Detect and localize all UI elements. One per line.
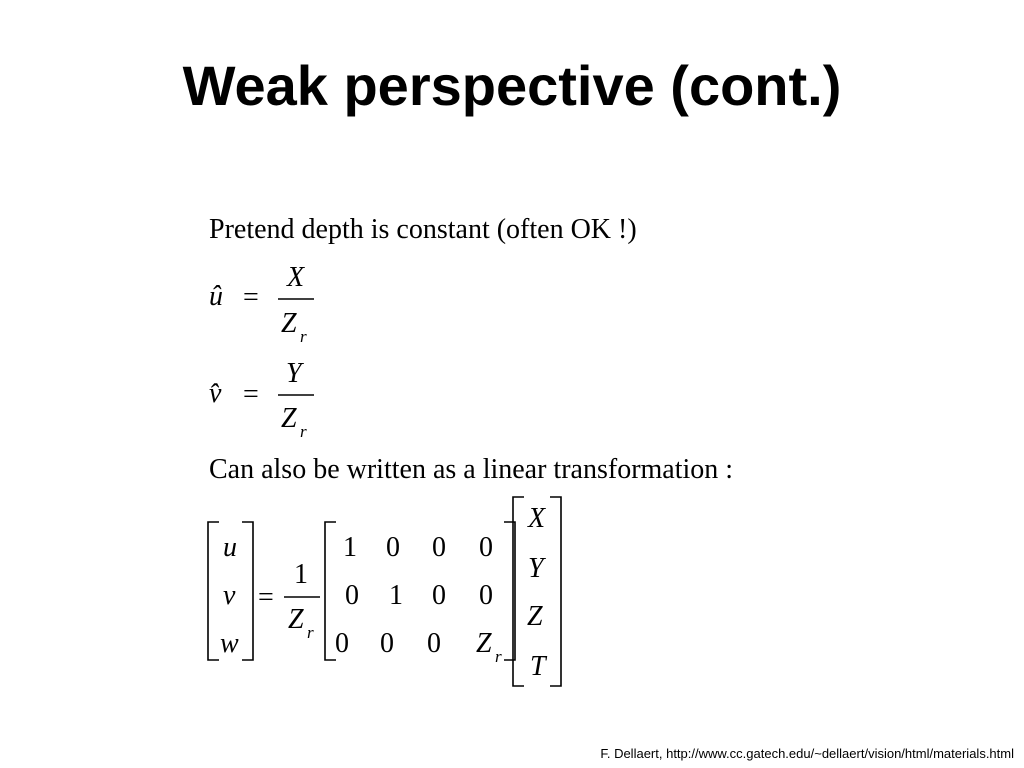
rhs-right-bracket bbox=[550, 496, 562, 687]
matrix-cell-2-1: 0 bbox=[380, 628, 394, 659]
v-hat-symbol: v̂ bbox=[209, 378, 222, 409]
linear-transformation-text: Can also be written as a linear transfor… bbox=[209, 454, 734, 485]
matrix-cell-0-1: 0 bbox=[386, 532, 400, 563]
denominator-z: Z bbox=[281, 403, 297, 434]
numerator-y: Y bbox=[286, 358, 302, 389]
slide-title: Weak perspective (cont.) bbox=[182, 54, 842, 117]
lhs-u: u bbox=[223, 532, 237, 563]
matrix-cell-0-3: 0 bbox=[479, 532, 493, 563]
lhs-v: v bbox=[223, 580, 236, 611]
matrix-cell-subscript-r: r bbox=[495, 647, 502, 666]
rhs-x: X bbox=[528, 503, 546, 534]
matrix-cell-1-3: 0 bbox=[479, 580, 493, 611]
u-hat-symbol: û bbox=[209, 281, 223, 312]
denominator-z: Z bbox=[281, 308, 297, 339]
equals-sign: = bbox=[258, 582, 274, 613]
lhs-w: w bbox=[220, 628, 239, 659]
matrix-cell-2-2: 0 bbox=[427, 628, 441, 659]
scalar-subscript-r: r bbox=[307, 623, 314, 642]
matrix-cell-0-2: 0 bbox=[432, 532, 446, 563]
rhs-z: Z bbox=[527, 601, 543, 632]
pretend-depth-text: Pretend depth is constant (often OK !) bbox=[209, 214, 637, 245]
subscript-r: r bbox=[300, 422, 307, 441]
matrix-cell-2-3: Z bbox=[476, 628, 492, 659]
lhs-left-bracket bbox=[207, 521, 219, 661]
numerator-x: X bbox=[287, 262, 305, 293]
matrix-cell-0-0: 1 bbox=[343, 532, 357, 563]
slide-footer-credit: F. Dellaert, http://www.cc.gatech.edu/~d… bbox=[600, 746, 1014, 761]
matrix-cell-1-1: 1 bbox=[389, 580, 403, 611]
matrix-right-bracket bbox=[504, 521, 516, 661]
rhs-left-bracket bbox=[512, 496, 524, 687]
matrix-cell-2-0: 0 bbox=[335, 628, 349, 659]
rhs-t: T bbox=[530, 651, 546, 682]
matrix-cell-1-2: 0 bbox=[432, 580, 446, 611]
scalar-denominator-z: Z bbox=[288, 604, 304, 635]
scalar-numerator: 1 bbox=[294, 559, 308, 590]
lhs-right-bracket bbox=[242, 521, 254, 661]
rhs-y: Y bbox=[528, 553, 544, 584]
matrix-cell-1-0: 0 bbox=[345, 580, 359, 611]
subscript-r: r bbox=[300, 327, 307, 346]
equals-sign: = bbox=[243, 282, 259, 313]
equals-sign: = bbox=[243, 379, 259, 410]
